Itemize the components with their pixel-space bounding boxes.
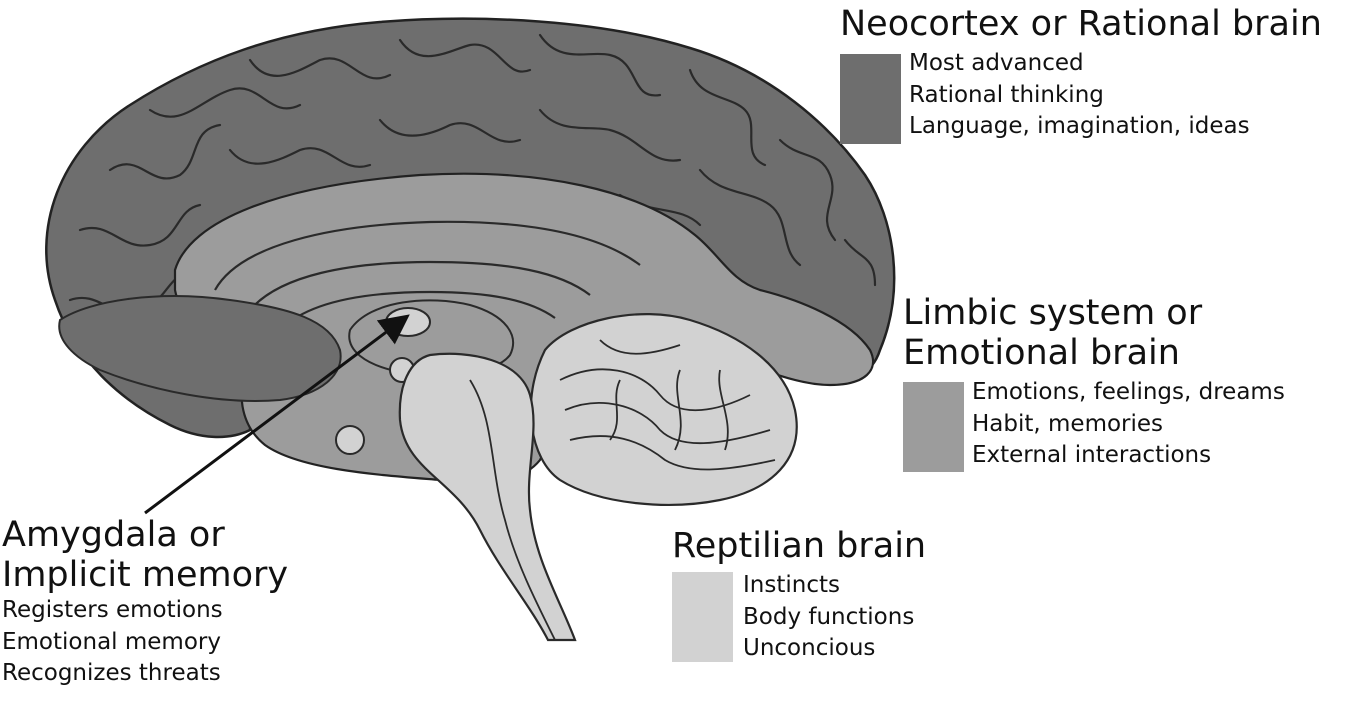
legend-item: Body functions bbox=[743, 603, 915, 630]
legend-neocortex-items: Most advanced Rational thinking Language… bbox=[909, 48, 1250, 143]
legend-neocortex-swatch bbox=[840, 54, 901, 144]
legend-item: Registers emotions bbox=[2, 597, 223, 623]
legend-limbic-title-line2: Emotional brain bbox=[903, 333, 1180, 373]
brainstem bbox=[398, 352, 577, 642]
legend-item: Rational thinking bbox=[909, 81, 1104, 108]
legend-neocortex-body: Most advanced Rational thinking Language… bbox=[840, 48, 1322, 144]
legend-item: Emotions, feelings, dreams bbox=[972, 379, 1285, 405]
legend-reptilian-swatch bbox=[672, 572, 733, 662]
legend-limbic-swatch bbox=[903, 382, 964, 472]
legend-item: Unconcious bbox=[743, 635, 876, 661]
legend-neocortex-title: Neocortex or Rational brain bbox=[840, 4, 1322, 44]
brainstem-detail bbox=[469, 379, 556, 641]
legend-amygdala-title-line1: Amygdala or bbox=[2, 515, 225, 555]
cerebellum-folia bbox=[559, 339, 776, 471]
legend-item: Recognizes threats bbox=[2, 660, 221, 686]
legend-neocortex: Neocortex or Rational brain Most advance… bbox=[840, 4, 1322, 144]
legend-amygdala: Amygdala or Implicit memory Registers em… bbox=[2, 515, 288, 690]
cerebellum bbox=[529, 313, 798, 506]
legend-item: Emotional memory bbox=[2, 628, 221, 655]
frontal-lower bbox=[58, 295, 342, 402]
legend-reptilian-title: Reptilian brain bbox=[672, 526, 927, 566]
legend-item: Instincts bbox=[743, 572, 840, 598]
amygdala-arrow bbox=[144, 314, 410, 515]
legend-reptilian-body: Instincts Body functions Unconcious bbox=[672, 570, 926, 665]
legend-limbic-items: Emotions, feelings, dreams Habit, memori… bbox=[972, 377, 1285, 472]
legend-limbic-body: Emotions, feelings, dreams Habit, memori… bbox=[903, 377, 1285, 472]
legend-limbic-title-line1: Limbic system or bbox=[903, 293, 1203, 333]
legend-reptilian-items: Instincts Body functions Unconcious bbox=[743, 570, 914, 665]
corpus-callosum bbox=[214, 220, 641, 331]
legend-item: Language, imagination, ideas bbox=[909, 113, 1250, 139]
legend-reptilian: Reptilian brain Instincts Body functions… bbox=[672, 526, 926, 665]
amygdala-structure bbox=[385, 307, 431, 337]
legend-amygdala-items: Registers emotions Emotional memory Reco… bbox=[2, 595, 288, 690]
legend-item: Most advanced bbox=[909, 50, 1084, 76]
legend-amygdala-title-line2: Implicit memory bbox=[2, 555, 289, 595]
legend-item: Habit, memories bbox=[972, 410, 1164, 437]
legend-item: External interactions bbox=[972, 442, 1212, 468]
legend-limbic: Limbic system or Emotional brain Emotion… bbox=[903, 293, 1285, 472]
pituitary bbox=[335, 425, 365, 455]
